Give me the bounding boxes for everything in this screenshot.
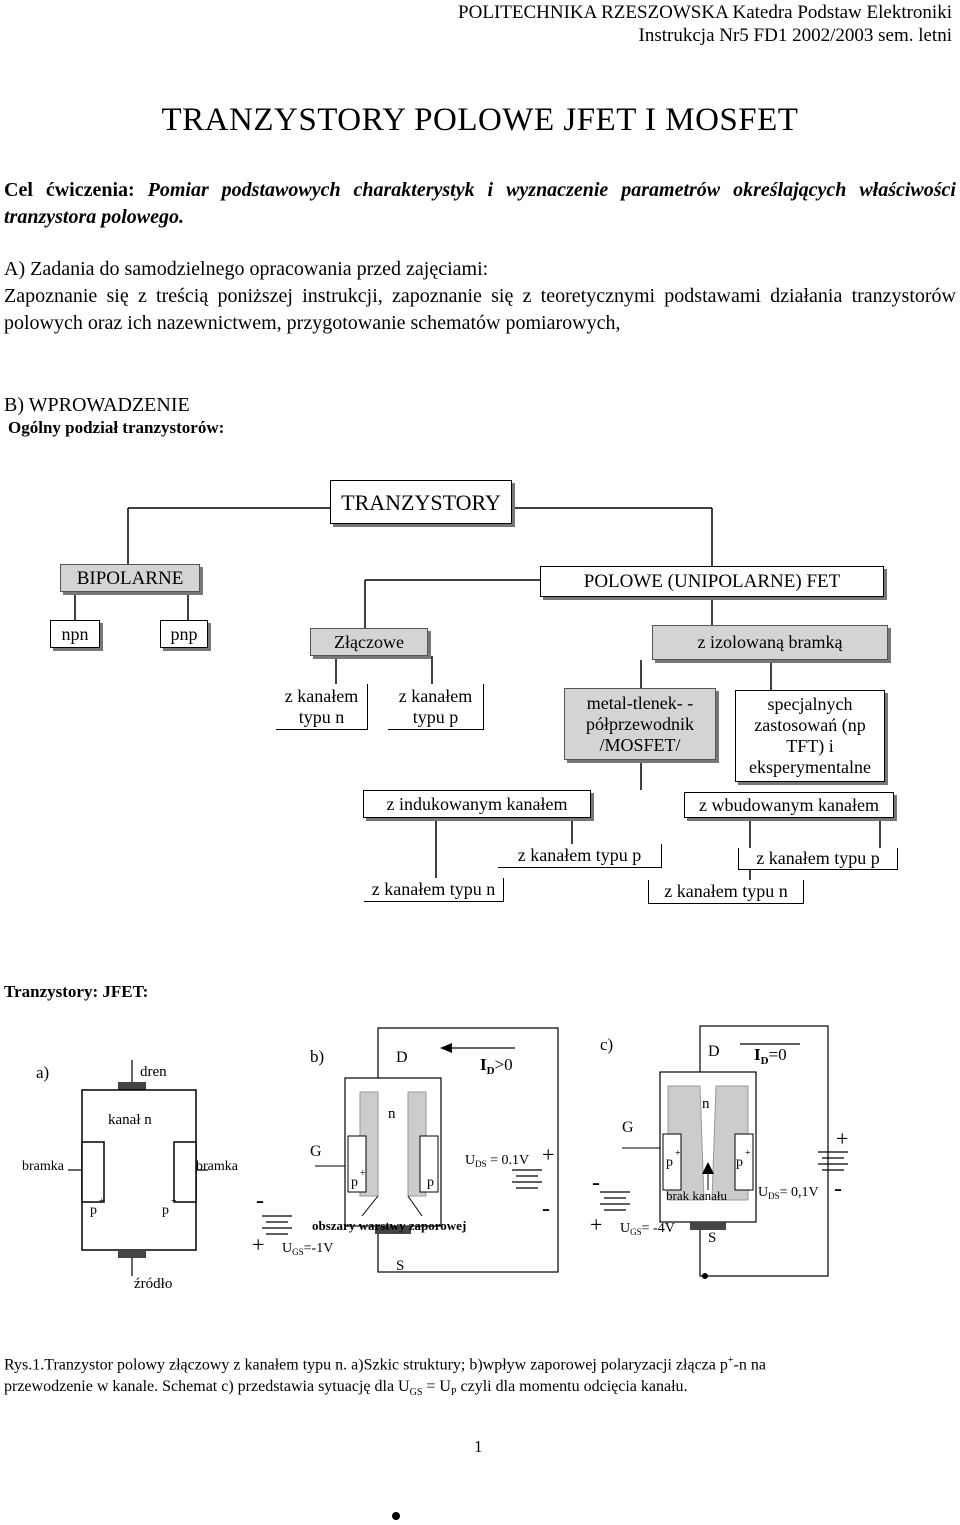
figure-a-channel-label: kanał n: [108, 1112, 152, 1128]
figure-c-no-channel: brak kanału: [666, 1188, 728, 1203]
figure-a-label: a): [36, 1063, 49, 1082]
figure-b-p-left: p: [351, 1175, 358, 1190]
tree-induced-p: z kanałem typu p: [498, 844, 662, 868]
tree-insulated-gate: z izolowaną bramką: [652, 625, 888, 660]
figure-caption: Rys.1.Tranzystor polowy złączowy z kanał…: [4, 1355, 766, 1399]
figure-c-gate: G: [622, 1119, 634, 1136]
tree-root-transistors: TRANZYSTORY: [330, 480, 512, 524]
tree-channel-n: z kanałem typu n: [276, 684, 368, 730]
tree-built-in-p: z kanałem typu p: [738, 848, 898, 870]
figure-b-plus-right: +: [542, 1142, 554, 1167]
figure-c-p-right: p: [736, 1155, 743, 1170]
figure-c-drain: D: [708, 1043, 720, 1060]
figure-c-minus-right: -: [834, 1176, 842, 1202]
figure-a-structure: a) dren kanał n bramka bramka p + p + źr…: [22, 1060, 239, 1292]
goal-paragraph: Cel ćwiczenia: Pomiar podstawowych chara…: [4, 177, 956, 231]
section-b-subheading: Ogólny podział tranzystorów:: [8, 418, 225, 437]
figure-a-gate-left: bramka: [22, 1159, 65, 1174]
tree-built-in-n: z kanałem typu n: [648, 880, 804, 904]
figure-c-minus-left: -: [592, 1170, 600, 1196]
page-number: 1: [474, 1437, 483, 1456]
figure-b-minus-left: -: [256, 1188, 264, 1214]
figure-b-p-right: p: [427, 1175, 434, 1190]
figure-c-ugs: UGS= -4V: [620, 1221, 675, 1237]
goal-label: Cel ćwiczenia:: [4, 179, 135, 201]
figure-c-n: n: [702, 1096, 710, 1112]
figure-a-p-right: p: [162, 1203, 169, 1218]
tree-junction: Złączowe: [310, 628, 428, 656]
figure-c-source: S: [708, 1230, 716, 1246]
figure-b-drain: D: [396, 1049, 408, 1066]
bullet-dot: [392, 1512, 400, 1520]
section-a-text: Zapoznanie się z treścią poniższej instr…: [4, 285, 956, 334]
tree-special: specjalnych zastosowań (np TFT) i eksper…: [735, 690, 885, 782]
figure-b-depletion-label: obszary warstwy zaporowej: [312, 1218, 466, 1233]
header-institution: POLITECHNIKA RZESZOWSKA Katedra Podstaw …: [458, 2, 952, 23]
figure-c-plus-left: +: [590, 1212, 602, 1237]
figure-b-n: n: [388, 1106, 396, 1122]
tree-pnp: pnp: [160, 620, 208, 648]
svg-text:+: +: [171, 1196, 177, 1207]
tree-fet: POLOWE (UNIPOLARNE) FET: [540, 566, 884, 597]
tree-channel-p: z kanałem typu p: [388, 684, 484, 730]
section-a-heading: A) Zadania do samodzielnego opracowania …: [4, 258, 489, 280]
svg-text:+: +: [99, 1196, 105, 1207]
figure-a-source-label: źródło: [134, 1276, 172, 1292]
tree-induced-n: z kanałem typu n: [364, 878, 504, 902]
figure-b-gate: G: [310, 1143, 322, 1160]
svg-text:+: +: [745, 1148, 751, 1159]
tree-mosfet: metal-tlenek- -półprzewodnik /MOSFET/: [564, 688, 716, 760]
figure-a-p-left: p: [90, 1203, 97, 1218]
tree-bipolar: BIPOLARNE: [60, 564, 200, 592]
figure-b-ugs: UGS=-1V: [282, 1241, 333, 1257]
svg-text:+: +: [675, 1148, 681, 1159]
figure-c-structure: c) D ID=0 n p + p + brak kanału S G UDS=…: [590, 1025, 848, 1279]
figure-b-id: ID>0: [480, 1055, 513, 1077]
goal-text: Pomiar podstawowych charakterystyk i wyz…: [4, 179, 956, 228]
jfet-figures: a) dren kanał n bramka bramka p + p + źr…: [22, 1025, 848, 1292]
jfet-heading: Tranzystory: JFET:: [4, 982, 149, 1001]
page-title: TRANZYSTORY POLOWE JFET I MOSFET: [161, 102, 799, 138]
tree-connectors: [74, 507, 881, 880]
figure-c-id: ID=0: [754, 1045, 787, 1067]
figure-b-source: S: [396, 1258, 404, 1274]
figure-a-drain-label: dren: [140, 1064, 167, 1080]
figure-c-plus-right: +: [836, 1126, 848, 1151]
tree-induced-channel: z indukowanym kanałem: [363, 790, 591, 818]
tree-npn: npn: [50, 620, 100, 648]
tree-built-in-channel: z wbudowanym kanałem: [684, 792, 894, 818]
figure-b-structure: b) D ID>0 n p + p S G obszary warstwy za…: [252, 1027, 559, 1274]
figure-b-plus-left: +: [252, 1232, 264, 1257]
figure-b-minus-right: -: [542, 1196, 550, 1222]
figure-c-p-left: p: [666, 1155, 673, 1170]
svg-text:+: +: [360, 1168, 366, 1179]
figure-b-uds: UDS = 0.1V: [465, 1153, 529, 1169]
figure-c-uds: UDS= 0,1V: [758, 1185, 819, 1201]
figure-b-label: b): [310, 1047, 324, 1066]
section-b-heading: B) WPROWADZENIE: [4, 394, 190, 416]
header-instruction: Instrukcja Nr5 FD1 2002/2003 sem. letni: [638, 25, 952, 46]
figure-a-gate-right: bramka: [196, 1159, 239, 1174]
figure-c-label: c): [600, 1035, 613, 1054]
